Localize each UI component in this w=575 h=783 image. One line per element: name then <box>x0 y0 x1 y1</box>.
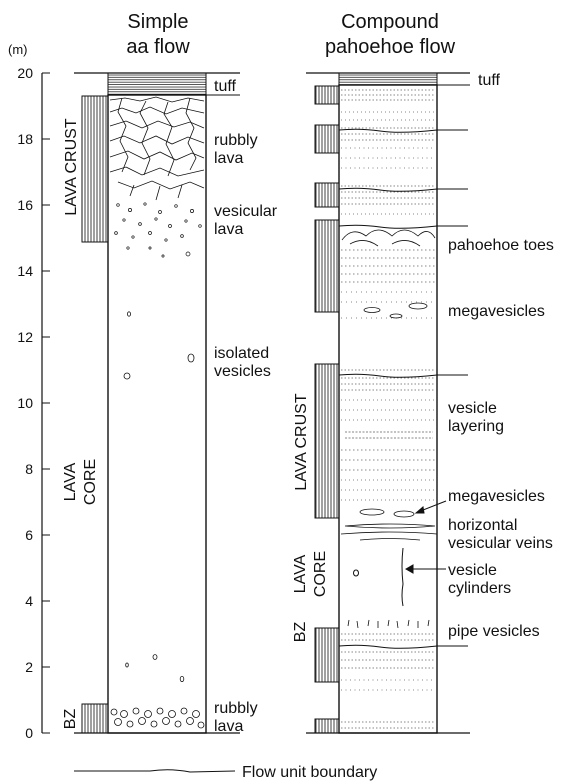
y-tick-label: 20 <box>17 65 33 81</box>
left-vesicular-dots <box>114 202 202 258</box>
y-tick-label: 8 <box>25 461 33 477</box>
left-isolated-label-2: vesicles <box>214 363 271 380</box>
right-column <box>306 72 470 734</box>
y-tick-label: 16 <box>17 197 33 213</box>
left-tuff-layer <box>107 72 207 96</box>
y-tick-label: 4 <box>25 593 33 609</box>
left-lava-core-label-1: LAVA <box>62 462 79 501</box>
right-horizontal-label-2: vesicular veins <box>448 535 553 552</box>
right-horizontal-veins <box>340 523 438 541</box>
y-tick-label: 12 <box>17 329 33 345</box>
right-lava-core-label-1: LAVA <box>292 554 309 593</box>
legend: Flow unit boundary <box>74 764 377 781</box>
right-cylinders-label-2: cylinders <box>448 580 511 597</box>
right-megavesicles <box>359 302 428 518</box>
right-flow-boundaries <box>338 128 468 649</box>
right-lava-crust-label: LAVA CRUST <box>293 393 310 490</box>
right-bz-label: BZ <box>292 622 309 643</box>
left-lava-crust-label: LAVA CRUST <box>63 118 80 215</box>
right-vesicle-layering-label-1: vesicle <box>448 400 497 417</box>
left-title-line1: Simple <box>127 11 188 33</box>
y-tick-label: 2 <box>25 659 33 675</box>
y-axis-ticks <box>42 72 50 734</box>
left-isolated-label-1: isolated <box>214 345 269 362</box>
left-rubbly-top-label-2: lava <box>214 150 243 167</box>
right-horizontal-label-1: horizontal <box>448 517 517 534</box>
left-column <box>74 72 240 734</box>
left-tuff-label: tuff <box>214 78 237 95</box>
left-title-line2: aa flow <box>126 36 190 58</box>
right-pahoehoe-toes <box>341 229 436 247</box>
y-tick-label: 10 <box>17 395 33 411</box>
right-vesicle-cylinders <box>353 547 404 607</box>
right-vesicle-bands <box>341 89 435 729</box>
left-lava-core-label-2: CORE <box>82 459 99 505</box>
y-tick-label: 6 <box>25 527 33 543</box>
y-tick-label: 18 <box>17 131 33 147</box>
right-zone-bars <box>314 85 340 734</box>
flow-unit-boundary-line <box>74 769 236 773</box>
left-bz-bar <box>81 703 109 734</box>
right-pipe-vesicles <box>347 619 430 629</box>
left-vesicular-label-1: vesicular <box>214 203 278 220</box>
right-megavesicles-mid-label: megavesicles <box>448 488 545 505</box>
y-tick-label: 14 <box>17 263 33 279</box>
left-crust-bar <box>81 95 109 243</box>
right-pahoehoe-toes-label: pahoehoe toes <box>448 237 554 254</box>
left-column-outline <box>107 94 207 734</box>
left-vesicular-label-2: lava <box>214 221 243 238</box>
left-rubbly-bottom-label-1: rubbly <box>214 700 258 717</box>
left-isolated-vesicles <box>123 311 195 683</box>
axis-unit: (m) <box>8 42 28 57</box>
right-tuff-layer <box>338 72 438 86</box>
right-lava-core-label-2: CORE <box>312 551 329 597</box>
right-cylinders-label-1: vesicle <box>448 562 497 579</box>
left-rubbly-bottom <box>110 707 205 729</box>
right-tuff-label: tuff <box>478 72 501 89</box>
right-title-line1: Compound <box>341 11 439 33</box>
annotation-arrows <box>404 500 447 574</box>
right-megavesicles-top-label: megavesicles <box>448 303 545 320</box>
left-rubbly-top-label-1: rubbly <box>214 132 258 149</box>
flow-unit-boundary-label: Flow unit boundary <box>242 764 377 781</box>
left-bz-label: BZ <box>62 709 79 730</box>
right-vesicle-layering-label-2: layering <box>448 418 504 435</box>
right-column-outline <box>338 84 438 734</box>
right-title-line2: pahoehoe flow <box>325 36 456 58</box>
y-tick-label: 0 <box>25 725 33 741</box>
left-rubbly-bottom-label-2: lava <box>214 718 243 735</box>
left-rubbly-top <box>109 96 205 201</box>
right-pipe-vesicles-label: pipe vesicles <box>448 623 540 640</box>
